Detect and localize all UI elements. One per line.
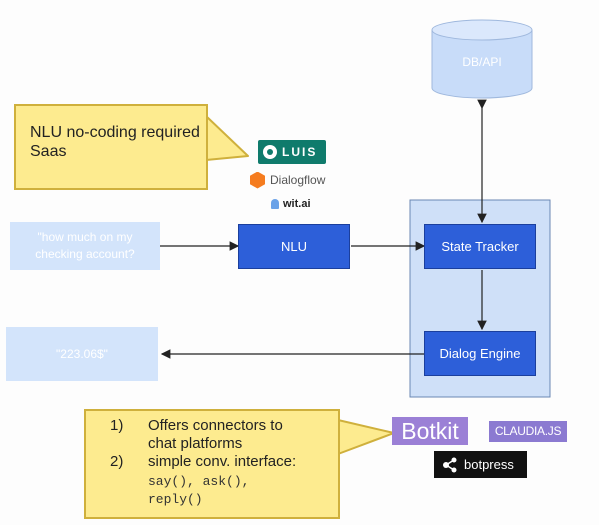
callout-line-2: Saas [30, 143, 67, 160]
feature-1-line-2: chat platforms [148, 435, 243, 452]
feature-2: 2) simple conv. interface: [110, 453, 338, 471]
code-line-2: reply() [148, 492, 203, 507]
dialogflow-logo: Dialogflow [250, 170, 325, 190]
nlu-saas-callout: NLU no-coding required Saas [14, 104, 208, 190]
feature-2-text: simple conv. interface: [148, 453, 297, 470]
db-cylinder [431, 19, 533, 99]
callout-line-1: NLU no-coding required [30, 124, 200, 141]
claudia-logo: CLAUDIA.JS [489, 421, 567, 442]
botpress-text: botpress [464, 457, 514, 472]
input-line-2: checking account? [35, 247, 135, 261]
feature-1: 1) Offers connectors to chat platforms [110, 417, 338, 453]
dialogflow-text: Dialogflow [270, 173, 326, 187]
botpress-logo: botpress [434, 451, 527, 478]
person-icon [271, 199, 279, 209]
luis-text: LUIS [282, 145, 318, 159]
feature-1-text: Offers connectors to chat platforms [148, 417, 283, 453]
feature-1-line-1: Offers connectors to [148, 417, 283, 434]
dialogflow-icon [250, 171, 265, 189]
witai-text: wit.ai [283, 198, 311, 210]
luis-logo: LUIS [258, 140, 326, 164]
witai-logo: wit.ai [271, 196, 311, 212]
feature-2-number: 2) [110, 453, 124, 470]
nlu-box: NLU [238, 224, 350, 269]
state-tracker-box: State Tracker [424, 224, 536, 269]
eye-icon [263, 145, 277, 159]
top-callout-tail [205, 115, 249, 161]
bot-output-box: "223.06$" [6, 327, 158, 381]
code-line-1: say(), ask(), [148, 474, 250, 489]
share-nodes-icon [443, 457, 457, 472]
bottom-callout-tail [337, 419, 395, 455]
user-input-box: "how much on my checking account? [10, 222, 160, 270]
dialog-engine-box: Dialog Engine [424, 331, 536, 376]
input-line-1: "how much on my [37, 230, 133, 244]
db-label: DB/API [462, 55, 502, 69]
feature-1-number: 1) [110, 417, 124, 434]
botkit-logo: Botkit [392, 417, 468, 445]
botkit-features-callout: 1) Offers connectors to chat platforms 2… [84, 409, 340, 519]
